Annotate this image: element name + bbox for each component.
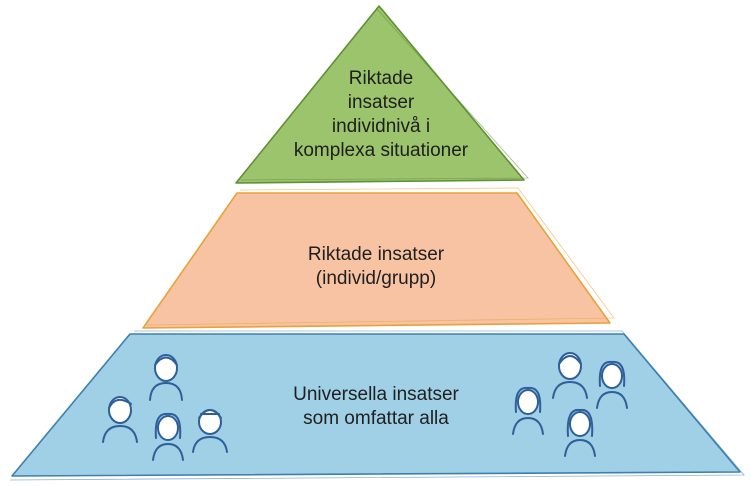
top-tier-line-2: insatser — [347, 92, 415, 113]
person-icon — [552, 352, 588, 399]
top-tier-line-1: Riktade — [348, 68, 414, 89]
person-icon — [149, 354, 183, 401]
person-icon — [564, 408, 596, 457]
person-icon — [512, 386, 544, 435]
middle-tier-label: Riktade insatser (individ/grupp) — [226, 243, 526, 291]
bottom-tier-line-2: som omfattar alla — [303, 408, 449, 429]
middle-tier-line-2: (individ/grupp) — [315, 268, 437, 289]
people-group-left — [102, 354, 228, 461]
person-icon — [102, 396, 138, 443]
bottom-tier-label: Universella insatser som omfattar alla — [226, 383, 526, 431]
person-icon — [596, 360, 628, 409]
bottom-tier — [9, 330, 745, 481]
person-icon — [152, 412, 184, 461]
top-tier — [235, 5, 529, 184]
bottom-tier-line-1: Universella insatser — [293, 384, 459, 405]
person-icon — [192, 409, 228, 453]
people-group-right — [512, 352, 628, 457]
top-tier-line-3: individnivå i — [331, 116, 431, 137]
top-tier-line-4: komplexa situationer — [293, 140, 469, 161]
top-tier-label: Riktade insatser individnivå i komplexa … — [256, 67, 506, 163]
middle-tier — [142, 187, 615, 329]
middle-tier-line-1: Riktade insatser — [307, 244, 445, 265]
